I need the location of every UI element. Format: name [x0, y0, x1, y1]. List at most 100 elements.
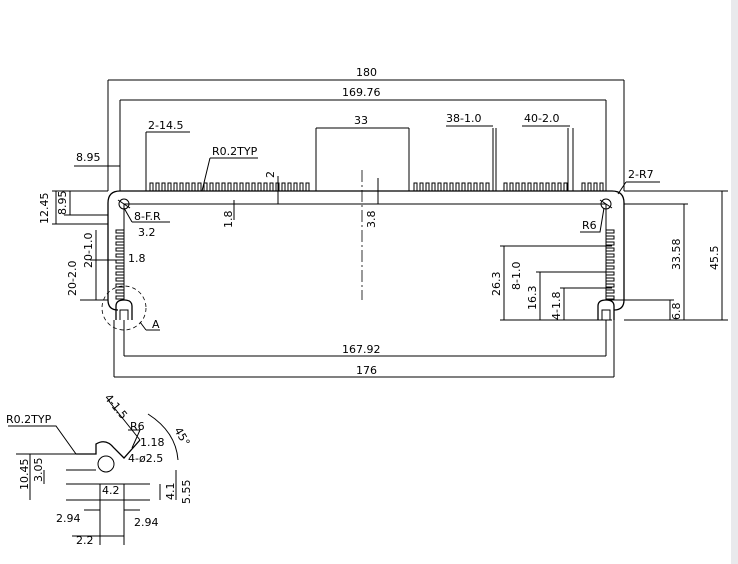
fin [115, 295, 124, 300]
fin [287, 182, 292, 191]
detail-view [8, 399, 179, 545]
fin [281, 182, 286, 191]
fin [606, 229, 615, 234]
dim-left-h1: 12.45 [38, 193, 51, 225]
detail-w42: 4.2 [102, 484, 120, 497]
fin [227, 182, 232, 191]
fin [606, 283, 615, 288]
dim-slot-w: 3.2 [138, 226, 156, 239]
fin [115, 277, 124, 282]
dim-side-thk: 1.8 [128, 252, 146, 265]
dim-fin-thk: 1.8 [222, 211, 235, 229]
tall-fins [492, 128, 574, 191]
fin [425, 182, 430, 191]
slot-right [599, 198, 613, 210]
detail-radius: R0.2TYP [6, 413, 52, 426]
dim-inner-top-width: 169.76 [342, 86, 381, 99]
dim-overall-height: 45.5 [708, 246, 721, 271]
dim-right-p1: 8-1.0 [510, 262, 523, 290]
fin [209, 182, 214, 191]
fin [563, 182, 568, 191]
fin [485, 182, 490, 191]
dim-detail-ref: A [152, 318, 160, 331]
fin [539, 182, 544, 191]
fin [257, 182, 262, 191]
fin [221, 182, 226, 191]
fin [115, 259, 124, 264]
fin [606, 241, 615, 246]
fin [115, 235, 124, 240]
left-side-fins [115, 229, 124, 300]
detail-angle-label: 4-1.5 [102, 392, 130, 422]
fin [115, 283, 124, 288]
dim-center-gap: 33 [354, 114, 368, 127]
fin [115, 271, 124, 276]
dim-fin-a: 38-1.0 [446, 112, 481, 125]
detail-h555: 5.55 [180, 480, 193, 505]
fin [467, 182, 472, 191]
fin [185, 182, 190, 191]
fin [587, 182, 592, 191]
fin [431, 182, 436, 191]
fin [293, 182, 298, 191]
fin [155, 182, 160, 191]
center-gap [315, 127, 410, 300]
fin [413, 182, 418, 191]
fin [305, 182, 310, 191]
fin [545, 182, 550, 191]
fin [593, 182, 598, 191]
fin [527, 182, 532, 191]
dim-left-offset: 8.95 [76, 151, 101, 164]
fin [503, 182, 508, 191]
fin [449, 182, 454, 191]
detail-h1045: 10.45 [18, 459, 31, 491]
fin [115, 253, 124, 258]
fin [269, 182, 274, 191]
fin [167, 182, 172, 191]
fin [191, 182, 196, 191]
fin [299, 182, 304, 191]
dim-left-h2: 8.95 [56, 191, 69, 216]
dim-side-radius: 2-R7 [628, 168, 654, 181]
fin [115, 241, 124, 246]
fin [115, 229, 124, 234]
dim-side-pitch-a: 20-1.0 [82, 233, 95, 268]
dim-fin-b: 40-2.0 [524, 112, 559, 125]
fin [149, 182, 154, 191]
fin [437, 182, 442, 191]
fin [115, 247, 124, 252]
fin [515, 182, 520, 191]
fin [179, 182, 184, 191]
detail-hole: 4-ø2.5 [128, 452, 163, 465]
bottom-slot-left [101, 285, 147, 331]
detail-118: 1.18 [140, 436, 165, 449]
top-fins [149, 182, 604, 191]
fin [461, 182, 466, 191]
dim-corner-radius: R0.2TYP [212, 145, 258, 158]
fin [581, 182, 586, 191]
fin [203, 182, 208, 191]
fin [161, 182, 166, 191]
fin [197, 182, 202, 191]
fin [473, 182, 478, 191]
fin [606, 289, 615, 294]
dim-lines [52, 79, 728, 378]
fin [606, 247, 615, 252]
detail-w294b: 2.94 [134, 516, 159, 529]
fin [479, 182, 484, 191]
fin [245, 182, 250, 191]
dim-bottom-width: 176 [356, 364, 377, 377]
fin [263, 182, 268, 191]
fin [557, 182, 562, 191]
bottom-slot-right [597, 299, 615, 320]
detail-h41: 4.1 [164, 483, 177, 501]
dim-r6: R6 [582, 219, 597, 232]
dim-labels: 180 169.76 2-14.5 33 38-1.0 40-2.0 R0.2T… [38, 66, 721, 377]
dim-right-h1: 26.3 [490, 272, 503, 297]
fin [606, 265, 615, 270]
fin [233, 182, 238, 191]
detail-w294a: 2.94 [56, 512, 81, 525]
fin [251, 182, 256, 191]
dim-right-h4: 6.8 [670, 303, 683, 321]
